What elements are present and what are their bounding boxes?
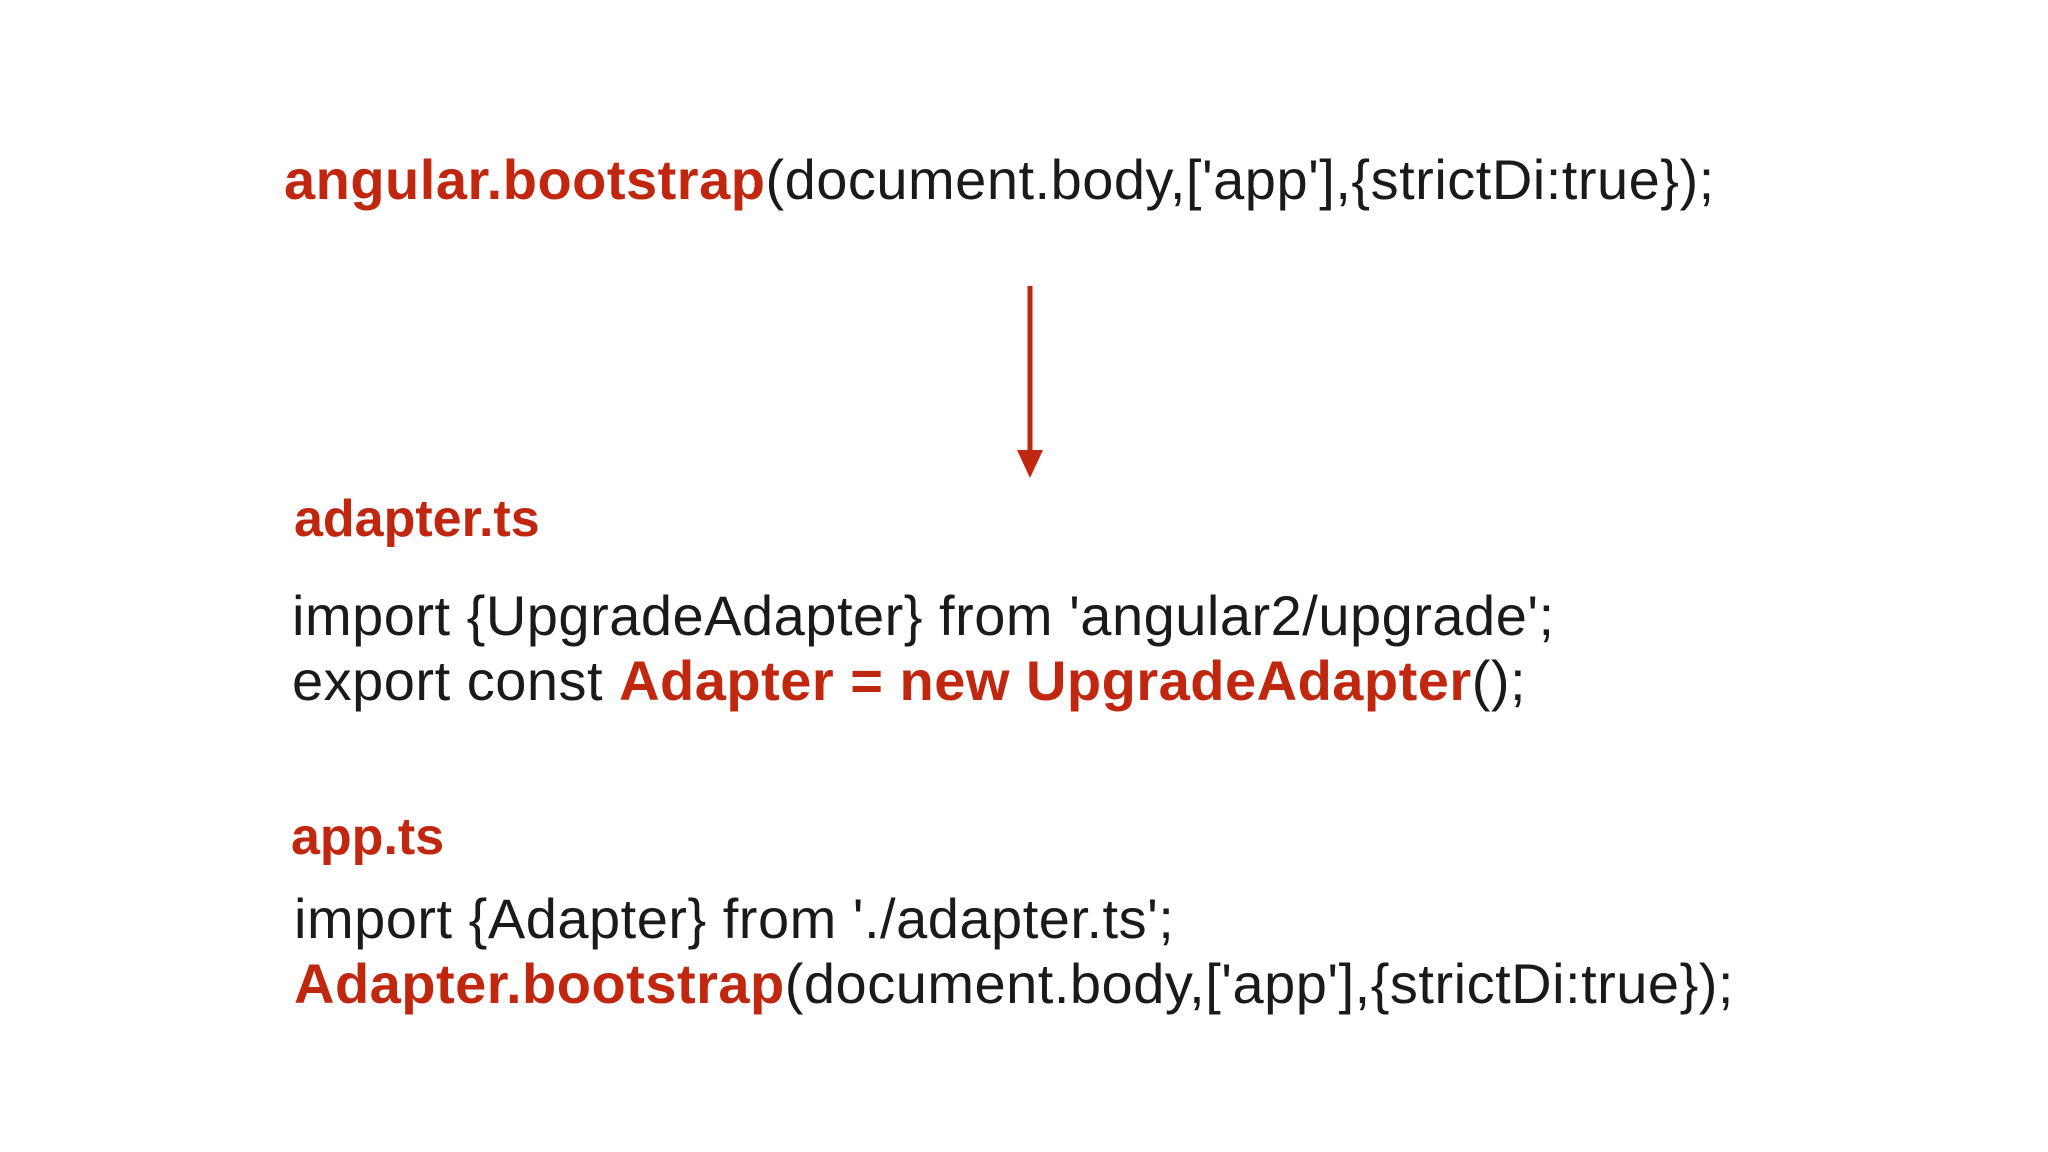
app-bootstrap-highlight: Adapter.bootstrap — [294, 952, 785, 1015]
bootstrap-call-args: (document.body,['app'],{strictDi:true}); — [765, 148, 1715, 211]
adapter-export-suffix: (); — [1471, 649, 1527, 712]
bootstrap-call-highlight: angular.bootstrap — [284, 148, 766, 211]
adapter-import-line: import {UpgradeAdapter} from 'angular2/u… — [292, 584, 1555, 647]
adapter-export-highlight: Adapter = new UpgradeAdapter — [619, 649, 1472, 712]
app-file-heading: app.ts — [291, 808, 445, 866]
adapter-export-line: export const Adapter = new UpgradeAdapte… — [292, 648, 1526, 714]
app-bootstrap-line: Adapter.bootstrap(document.body,['app'],… — [294, 951, 1734, 1017]
adapter-export-prefix: export const — [292, 649, 620, 712]
bootstrap-code-line: angular.bootstrap(document.body,['app'],… — [284, 147, 1715, 213]
arrow-down-icon — [1017, 286, 1043, 478]
adapter-file-heading: adapter.ts — [294, 490, 540, 548]
app-import-line: import {Adapter} from './adapter.ts'; — [294, 887, 1175, 950]
app-bootstrap-args: (document.body,['app'],{strictDi:true}); — [784, 952, 1734, 1015]
